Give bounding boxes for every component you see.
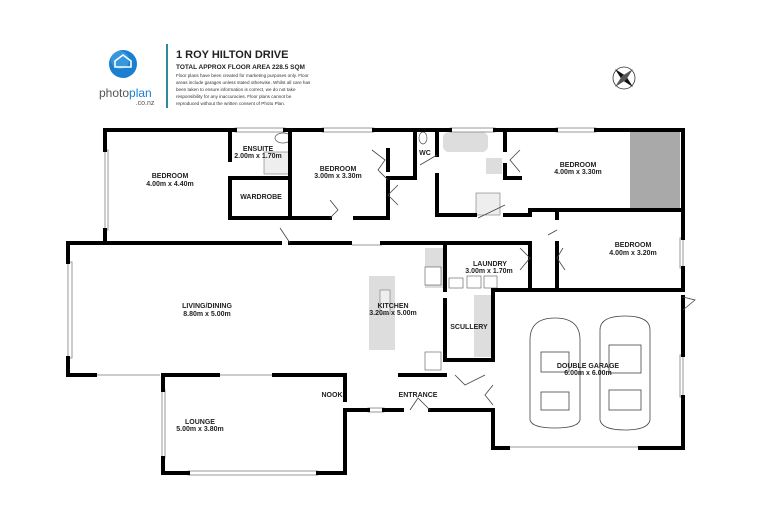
wc-toilet-icon [418, 131, 428, 145]
bath-icon [443, 132, 488, 152]
washer-icon [466, 275, 482, 289]
compass-icon [612, 66, 636, 90]
room-name: KITCHEN [377, 303, 408, 310]
room-entrance: ENTRANCE [399, 392, 438, 399]
room-name: BEDROOM [560, 162, 597, 169]
room-name: ENTRANCE [399, 392, 438, 399]
floor-area: TOTAL APPROX FLOOR AREA 228.5 SQM [176, 64, 305, 71]
dryer-icon [483, 275, 498, 289]
sink-icon [379, 289, 391, 315]
room-size: 4.00m x 4.40m [146, 181, 193, 188]
car-icon [599, 315, 651, 431]
room-name: LOUNGE [185, 419, 215, 426]
room-size: 6.00m x 6.00m [564, 370, 611, 377]
deck-area [630, 132, 680, 208]
disclaimer-line: reproduced without the written consent o… [176, 101, 285, 106]
room-name: LIVING/DINING [182, 303, 232, 310]
vanity-icon [486, 158, 502, 174]
room-wc: WC [419, 150, 431, 157]
room-scullery: SCULLERY [450, 324, 488, 331]
room-name: BEDROOM [152, 173, 189, 180]
room-wardrobe: WARDROBE [240, 194, 282, 201]
room-size: 8.80m x 5.00m [183, 311, 230, 318]
room-name: WARDROBE [240, 194, 282, 201]
car-icon [529, 317, 581, 429]
disclaimer-line: been taken to ensure information is corr… [176, 87, 296, 92]
brand-name-accent: plan [129, 86, 152, 100]
room-name: LAUNDRY [473, 261, 507, 268]
room-size: 3.00m x 1.70m [465, 268, 512, 275]
brand-name: photo [99, 86, 129, 100]
property-title: 1 ROY HILTON DRIVE [176, 49, 288, 61]
doors [279, 149, 696, 411]
walls [66, 128, 685, 475]
shower-icon [475, 192, 501, 216]
svg-text:photoplan: photoplan [99, 86, 152, 100]
room-name: NOOK [322, 392, 343, 399]
brand-domain: .co.nz [136, 100, 155, 107]
disclaimer-line: areas include garages unless stated othe… [176, 80, 311, 85]
room-size: 4.00m x 3.20m [609, 250, 656, 257]
room-name: ENSUITE [243, 146, 274, 153]
room-size: 4.00m x 3.30m [554, 169, 601, 176]
cooktop-icon [424, 266, 442, 286]
room-size: 5.00m x 3.80m [176, 426, 223, 433]
disclaimer-line: Floor plans have been created for market… [176, 73, 309, 78]
disclaimer: Floor plans have been created for market… [176, 73, 311, 106]
disclaimer-line: responsibility for any inaccuracies. Flo… [176, 94, 292, 99]
room-size: 3.00m x 3.30m [314, 173, 361, 180]
room-size: 3.20m x 5.00m [369, 310, 416, 317]
tub-icon [448, 277, 464, 289]
room-nook: NOOK [322, 392, 343, 399]
room-size: 2.00m x 1.70m [234, 153, 281, 160]
room-name: BEDROOM [615, 242, 652, 249]
room-name: SCULLERY [450, 324, 488, 331]
room-name: WC [419, 150, 431, 157]
room-name: BEDROOM [320, 166, 357, 173]
scullery-bench [474, 295, 491, 357]
photoplan-logo: photoplan .co.nz [99, 50, 155, 107]
fridge-icon [424, 351, 442, 371]
room-name: DOUBLE GARAGE [557, 363, 620, 370]
